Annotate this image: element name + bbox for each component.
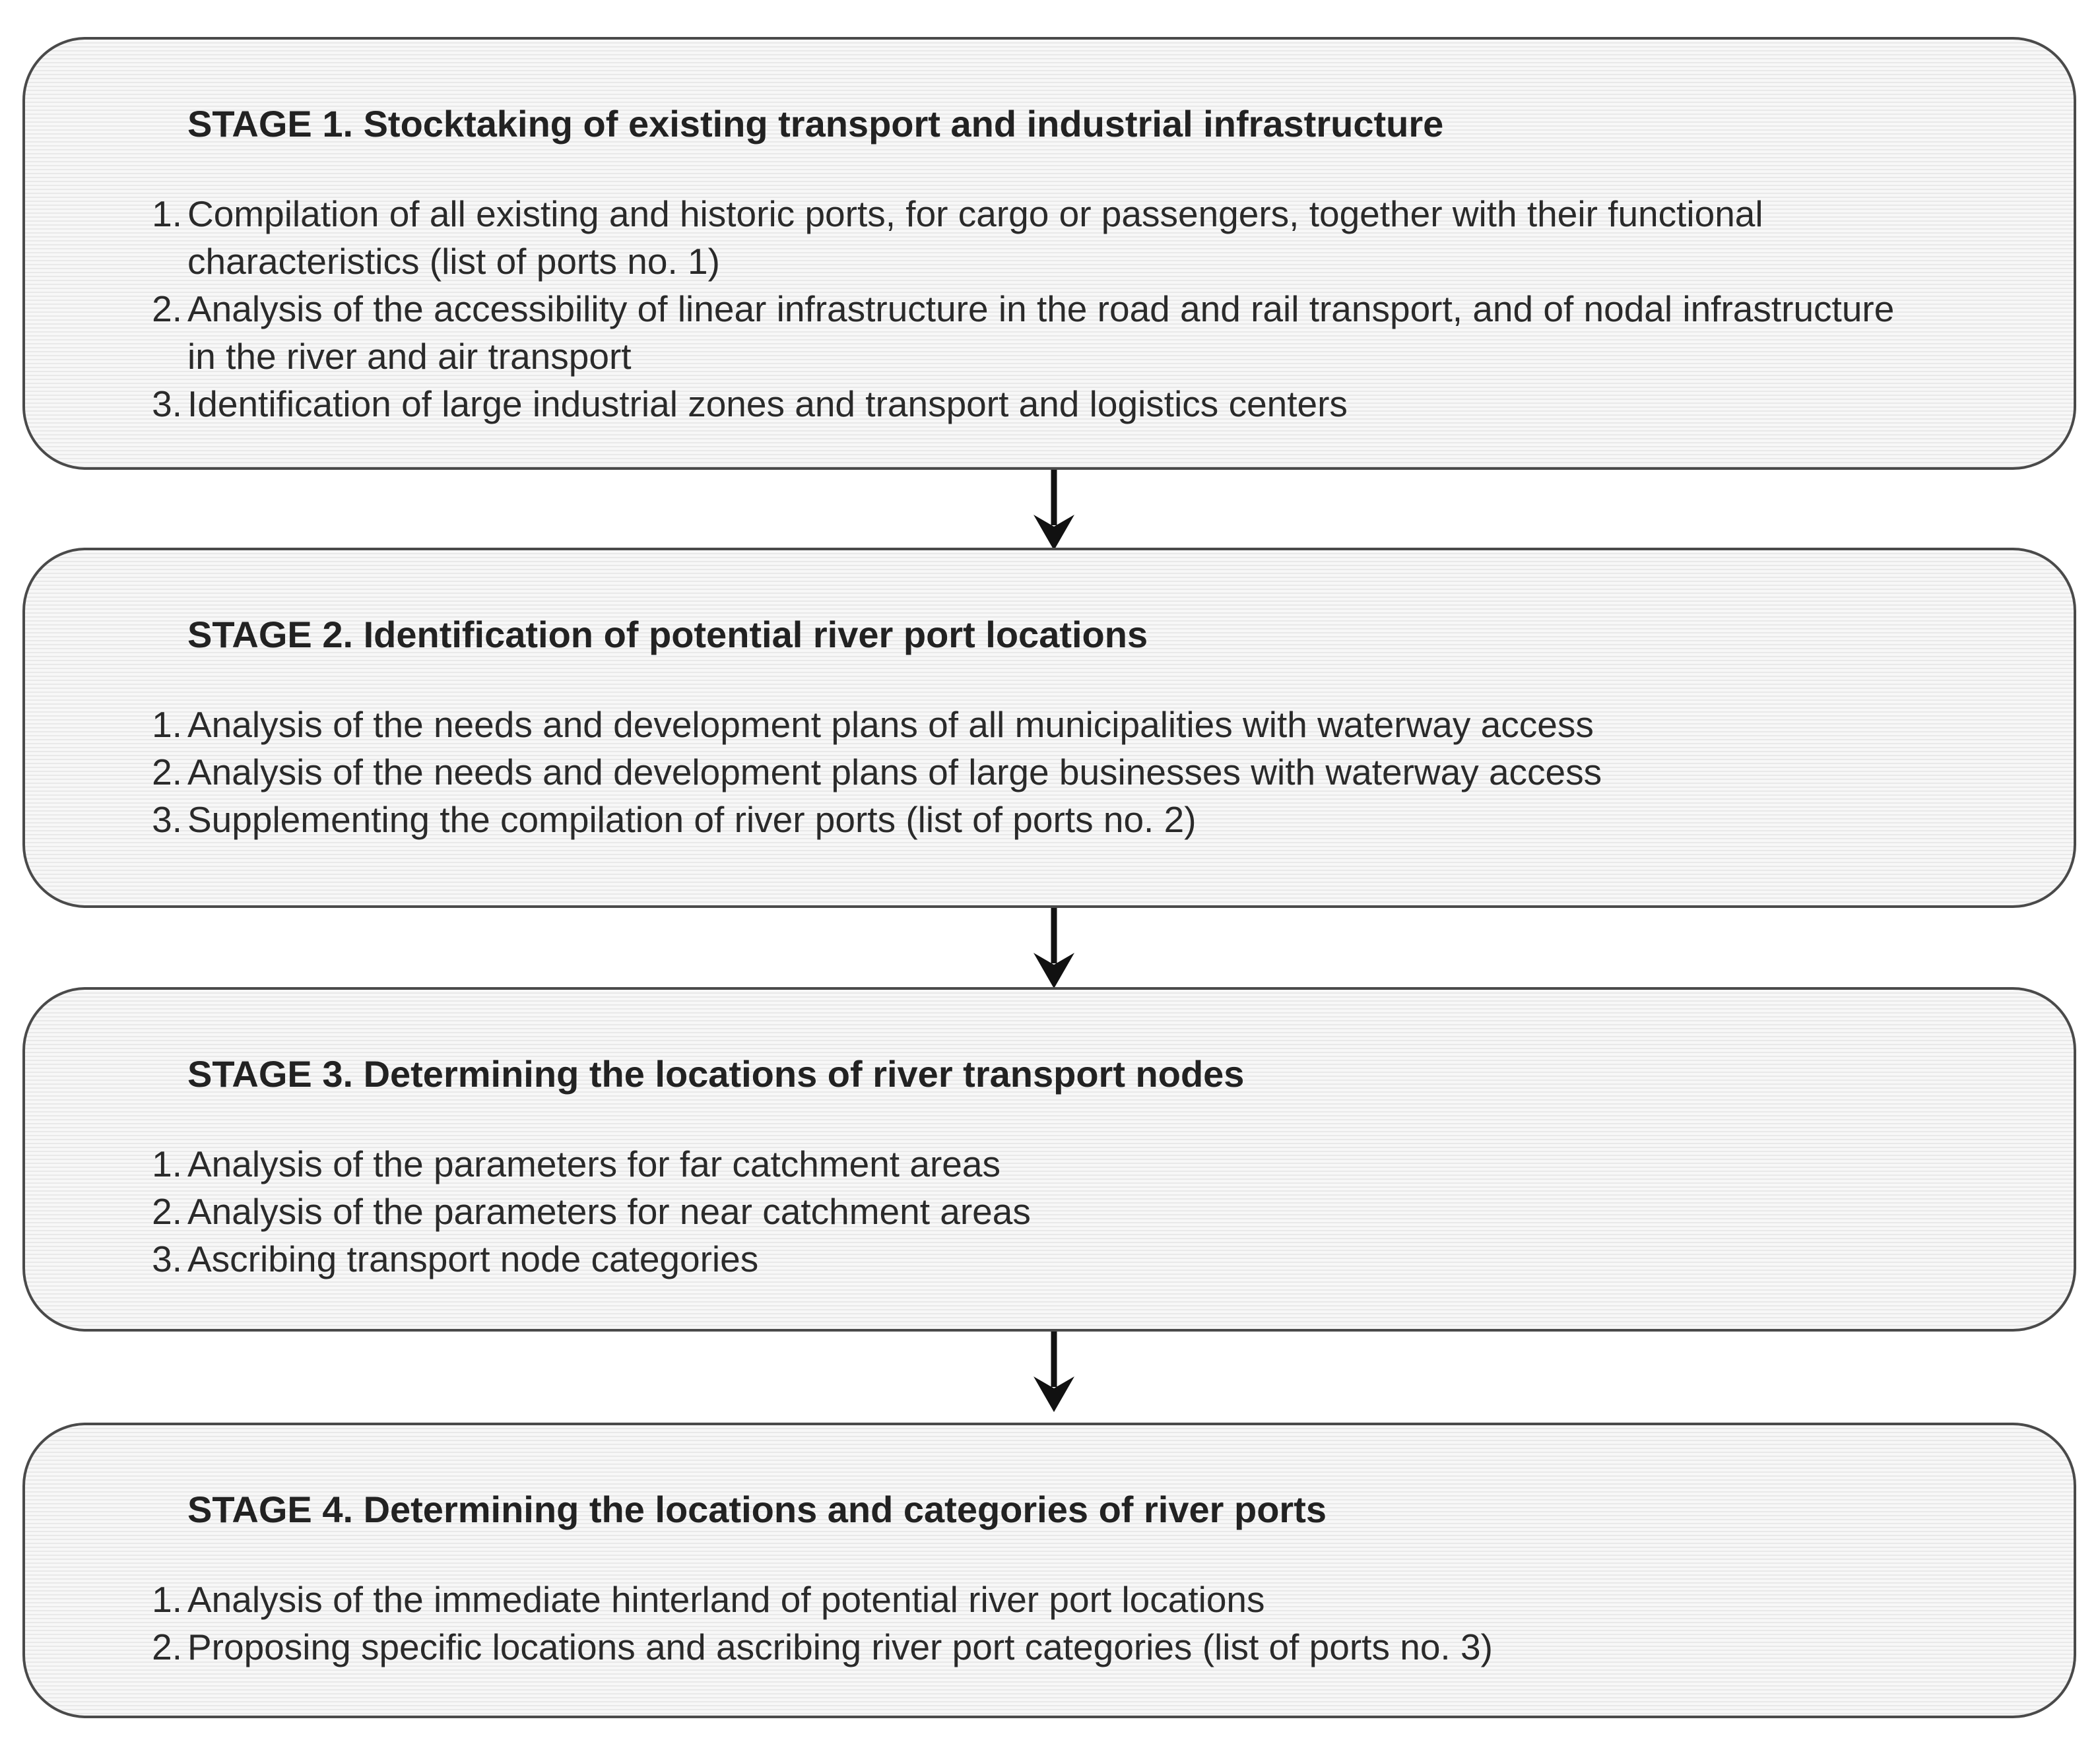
stage-1-title: STAGE 1. Stocktaking of existing transpo… [187,103,1444,145]
item-number: 1. [152,193,182,234]
stage-2-item-3: 3. Supplementing the compilation of rive… [152,796,2054,843]
stage-1-item-1: 1. Compilation of all existing and histo… [152,190,2054,285]
item-line: Analysis of the needs and development pl… [187,752,1602,792]
stage-2-item-1: 1. Analysis of the needs and development… [152,701,2054,748]
item-number: 3. [152,383,182,424]
down-arrow-icon [1034,470,1074,550]
item-line: Analysis of the immediate hinterland of … [187,1579,1265,1620]
item-number: 2. [152,288,182,329]
stage-4-item-1: 1. Analysis of the immediate hinterland … [152,1576,2054,1623]
item-number: 1. [152,704,182,745]
item-number: 2. [152,752,182,792]
item-number: 1. [152,1579,182,1620]
item-line: Identification of large industrial zones… [187,383,1348,424]
item-line: Analysis of the parameters for near catc… [187,1191,1031,1232]
stage-1-items: 1. Compilation of all existing and histo… [152,190,2054,428]
item-line: Proposing specific locations and ascribi… [187,1627,1493,1667]
item-number: 3. [152,1239,182,1279]
item-line: Analysis of the accessibility of linear … [187,288,1895,329]
stage-2-item-2: 2. Analysis of the needs and development… [152,748,2054,796]
stage-3-item-2: 2. Analysis of the parameters for near c… [152,1188,2054,1235]
item-line: Analysis of the needs and development pl… [187,704,1594,745]
item-number: 1. [152,1144,182,1184]
stage-1-box: STAGE 1. Stocktaking of existing transpo… [22,37,2076,470]
item-line: Ascribing transport node categories [187,1239,759,1279]
stage-3-box: STAGE 3. Determining the locations of ri… [22,987,2076,1332]
stage-3-item-1: 1. Analysis of the parameters for far ca… [152,1140,2054,1188]
stage-1-item-3: 3. Identification of large industrial zo… [152,380,2054,428]
stage-4-item-2: 2. Proposing specific locations and ascr… [152,1623,2054,1671]
item-line: characteristics (list of ports no. 1) [187,241,720,282]
item-line: Compilation of all existing and historic… [187,193,1763,234]
stage-1-item-2: 2. Analysis of the accessibility of line… [152,285,2054,380]
stage-2-box: STAGE 2. Identification of potential riv… [22,548,2076,908]
item-number: 2. [152,1627,182,1667]
stage-2-title: STAGE 2. Identification of potential riv… [187,614,1148,655]
item-line: Analysis of the parameters for far catch… [187,1144,1001,1184]
item-line: Supplementing the compilation of river p… [187,799,1197,840]
stage-4-items: 1. Analysis of the immediate hinterland … [152,1576,2054,1671]
item-line: in the river and air transport [187,336,632,377]
stage-2-items: 1. Analysis of the needs and development… [152,701,2054,843]
stage-3-item-3: 3. Ascribing transport node categories [152,1235,2054,1283]
stage-4-box: STAGE 4. Determining the locations and c… [22,1423,2076,1718]
down-arrow-icon [1034,1332,1074,1412]
stage-3-title: STAGE 3. Determining the locations of ri… [187,1053,1245,1095]
down-arrow-icon [1034,908,1074,988]
item-number: 2. [152,1191,182,1232]
stage-4-title: STAGE 4. Determining the locations and c… [187,1489,1327,1530]
item-number: 3. [152,799,182,840]
stage-3-items: 1. Analysis of the parameters for far ca… [152,1140,2054,1283]
